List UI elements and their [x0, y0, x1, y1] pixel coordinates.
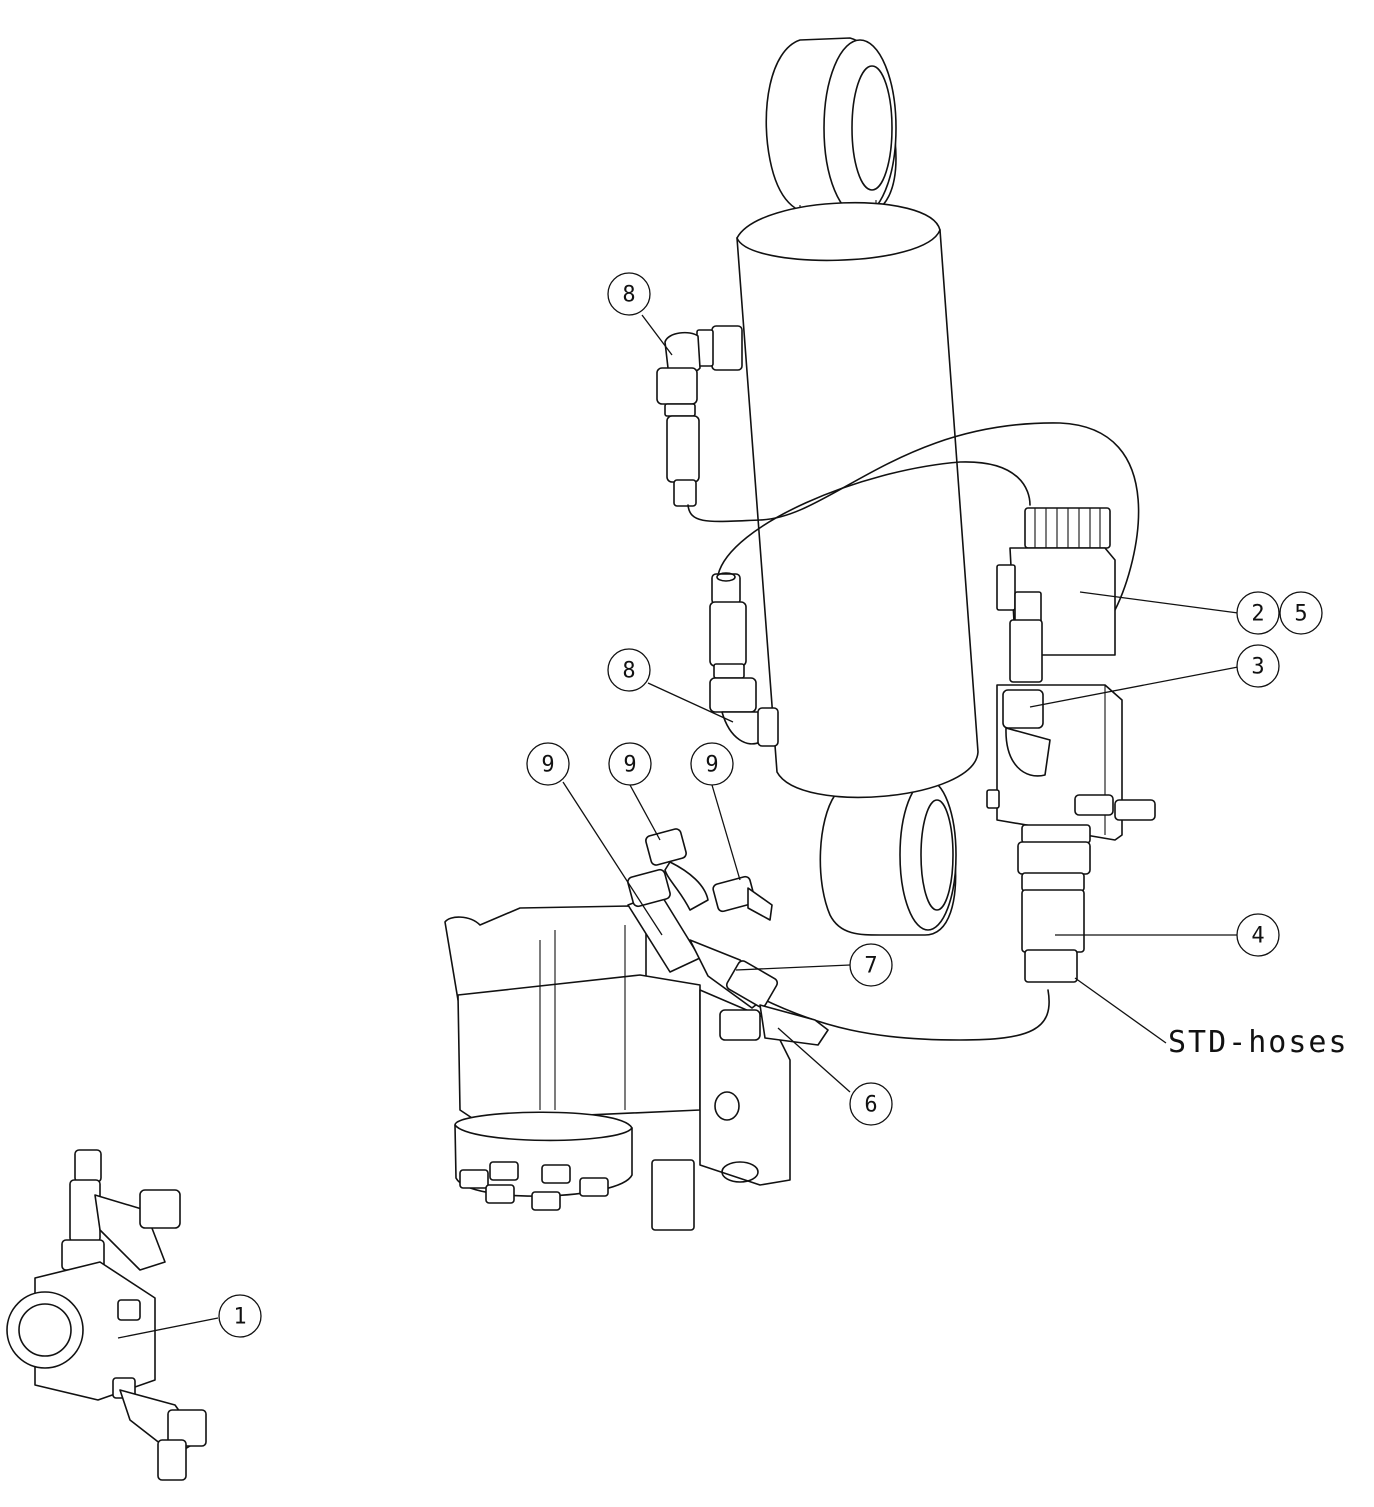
leader-lines	[117, 314, 1239, 1339]
balloon-7: 7	[849, 943, 893, 987]
cylinder-bottom-eye	[819, 779, 957, 936]
balloon-1-label: 1	[233, 1305, 246, 1330]
hydraulic-cylinder	[736, 37, 979, 936]
balloon-9-right-label: 9	[705, 753, 718, 778]
pump-fittings	[627, 828, 829, 1046]
balloon-8-lower: 8	[607, 648, 651, 692]
gear-pump	[444, 905, 791, 1231]
balloon-3: 3	[1236, 644, 1280, 688]
valve-block-assembly	[986, 507, 1156, 983]
balloon-9-right: 9	[690, 742, 734, 786]
balloon-9-mid: 9	[608, 742, 652, 786]
cap-bolts	[459, 1161, 609, 1211]
balloon-9-left-label: 9	[541, 753, 554, 778]
balloon-6-label: 6	[864, 1093, 877, 1118]
balloon-9-mid-label: 9	[623, 753, 636, 778]
balloon-5: 5	[1279, 591, 1323, 635]
balloon-2: 2	[1236, 591, 1280, 635]
balloon-6: 6	[849, 1082, 893, 1126]
balloon-4-label: 4	[1251, 924, 1264, 949]
balloon-7-label: 7	[864, 954, 877, 979]
balloon-8-upper: 8	[607, 272, 651, 316]
lower-hose-fitting	[709, 572, 779, 747]
std-hoses-note: STD-hoses	[1168, 1025, 1349, 1060]
balloon-1: 1	[218, 1294, 262, 1338]
balloon-8-lower-label: 8	[622, 659, 635, 684]
balloon-5-label: 5	[1294, 602, 1307, 627]
cylinder-top-eye	[765, 37, 897, 238]
balloon-4: 4	[1236, 913, 1280, 957]
upper-hose-fitting	[656, 325, 743, 507]
balloon-8-upper-label: 8	[622, 283, 635, 308]
knurl-lines	[1034, 508, 1101, 548]
balloon-3-label: 3	[1251, 655, 1264, 680]
valve-detail-view	[6, 1149, 207, 1481]
balloon-2-label: 2	[1251, 602, 1264, 627]
balloon-9-left: 9	[526, 742, 570, 786]
